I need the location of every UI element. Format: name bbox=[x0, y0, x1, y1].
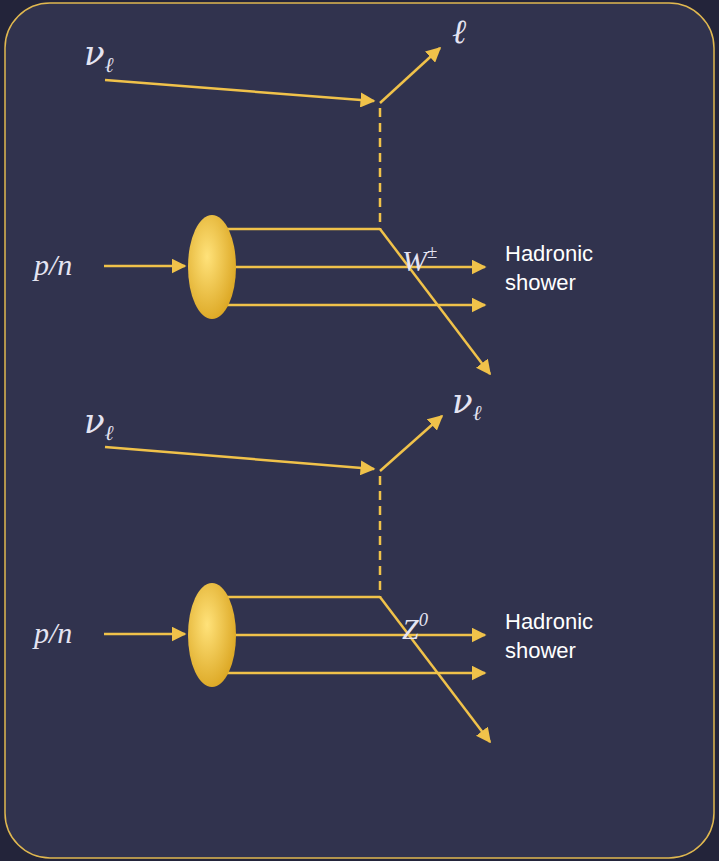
nucleon-oval bbox=[188, 215, 236, 319]
nucleon-label: p/n bbox=[34, 618, 72, 648]
boson-label: Z0 bbox=[402, 614, 428, 644]
shower-label: Hadronic shower bbox=[505, 240, 615, 297]
neutrino-label: νℓ bbox=[84, 36, 113, 70]
nucleon-oval bbox=[188, 583, 236, 687]
neutrino-label: νℓ bbox=[84, 404, 113, 438]
neutrino-label: νℓ bbox=[452, 384, 481, 418]
top-diagram bbox=[104, 48, 490, 374]
bottom-diagram bbox=[104, 416, 490, 742]
lepton-label: ℓ bbox=[452, 14, 466, 48]
panel bbox=[5, 3, 714, 858]
shower-label: Hadronic shower bbox=[505, 608, 615, 665]
boson-label: W± bbox=[402, 246, 437, 276]
nucleon-label: p/n bbox=[34, 250, 72, 280]
